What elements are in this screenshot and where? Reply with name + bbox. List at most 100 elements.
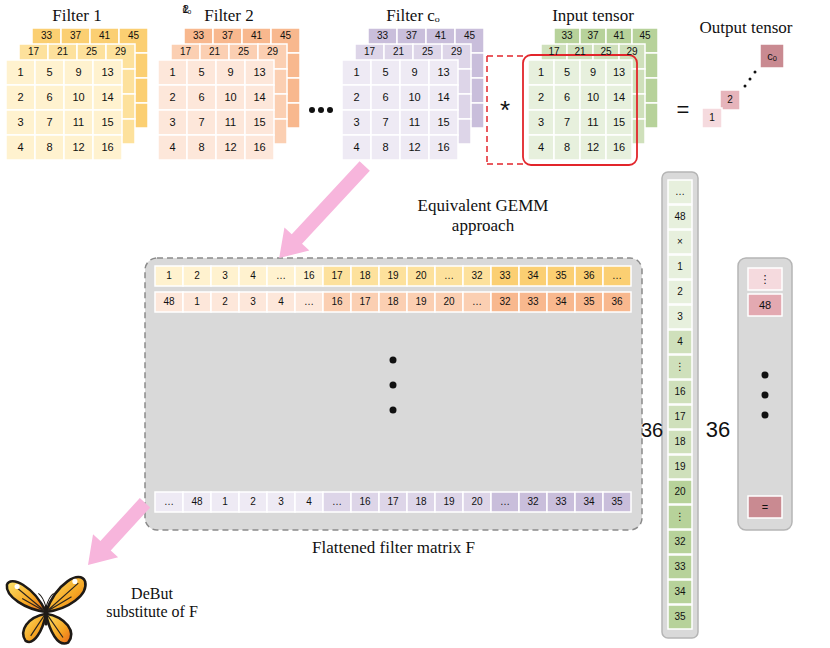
- block-arrow: [88, 498, 150, 565]
- cell-number: 9: [216, 60, 245, 85]
- ellipsis-dot: [749, 78, 752, 81]
- cell-number: 12: [400, 135, 429, 160]
- cell-number: 4: [342, 135, 371, 160]
- tensor-cell: [245, 135, 274, 160]
- cell-number: 35: [547, 266, 575, 286]
- cell-number: 16: [351, 492, 379, 512]
- matrix-cell: [575, 292, 603, 312]
- butterfly-spot: [15, 584, 20, 589]
- cell-number: 6: [187, 85, 216, 110]
- cell-number: 37: [61, 28, 90, 44]
- matrix-cell: [407, 292, 435, 312]
- cell-number: ⋮: [668, 355, 692, 379]
- matrix-cell: [519, 492, 547, 512]
- ellipsis-dot: [762, 412, 769, 419]
- filter-stack: Filter 2: [158, 28, 300, 166]
- cell-number: 2: [6, 85, 35, 110]
- tensor-cell: [6, 85, 35, 110]
- dashed-guide: [487, 163, 523, 165]
- cell-number: 8: [371, 135, 400, 160]
- cell-number: 21: [567, 44, 593, 60]
- tensor-cell: [245, 85, 274, 110]
- cell-number: 25: [413, 44, 442, 60]
- cell-number: 2: [158, 85, 187, 110]
- matrix-cell: [435, 266, 463, 286]
- cell-number: 17: [19, 44, 48, 60]
- vector-cell: [668, 205, 692, 229]
- ellipsis-dot: [754, 71, 757, 74]
- ellipsis-dot: [390, 382, 397, 389]
- matrix-cell: [155, 292, 183, 312]
- cell-number: 32: [491, 292, 519, 312]
- matrix-cell: [491, 492, 519, 512]
- tensor-cell: [528, 60, 554, 85]
- cell-number: 34: [575, 492, 603, 512]
- cell-number: 6: [35, 85, 64, 110]
- cell-number: 2: [239, 492, 267, 512]
- tensor-cell: [580, 85, 606, 110]
- cell-number: 2: [342, 85, 371, 110]
- tensor-cell: [158, 60, 187, 85]
- cell-number: 11: [216, 110, 245, 135]
- cell-number: 16: [93, 135, 122, 160]
- tensor-cell: [187, 85, 216, 110]
- cell-number: 33: [491, 266, 519, 286]
- filter-stack: Filter 1: [6, 28, 148, 166]
- vector-cell: [668, 280, 692, 304]
- tensor-cell: [187, 135, 216, 160]
- panel-group: [145, 172, 792, 638]
- tensor-cell: [158, 110, 187, 135]
- cell-number: 20: [463, 492, 491, 512]
- cell-number: 17: [668, 405, 692, 429]
- matrix-cell: [519, 266, 547, 286]
- matrix-cell: [183, 292, 211, 312]
- tensor-cell: [580, 110, 606, 135]
- convolution-operator: *: [490, 95, 520, 125]
- cell-number: 7: [371, 110, 400, 135]
- butterfly-body: [44, 607, 47, 624]
- cell-number: 18: [407, 492, 435, 512]
- edge-label: Equivalent GEMM approach: [398, 196, 568, 237]
- cell-number: …: [435, 266, 463, 286]
- tensor-cell: [93, 60, 122, 85]
- matrix-cell: [463, 266, 491, 286]
- cell-number: 33: [554, 28, 580, 44]
- cell-number: 25: [77, 44, 106, 60]
- cell-number: 17: [379, 492, 407, 512]
- matrix-cell: [491, 292, 519, 312]
- matrix-cell: [155, 492, 183, 512]
- cell-number: 11: [580, 110, 606, 135]
- cell-number: 3: [267, 492, 295, 512]
- tensor-cell: [554, 110, 580, 135]
- tensor-cell: [6, 60, 35, 85]
- cell-number: 37: [213, 28, 242, 44]
- cell-number: 15: [245, 110, 274, 135]
- cell-number: 45: [455, 28, 484, 44]
- node-title: DeBut substitute of F: [102, 585, 202, 622]
- cell-number: 2: [668, 280, 692, 304]
- matrix-cell: [295, 492, 323, 512]
- vector-cell: [668, 455, 692, 479]
- cell-number: 18: [379, 292, 407, 312]
- butterfly-illustration: [7, 577, 86, 643]
- vector-cell: [668, 505, 692, 529]
- vector-cell: [668, 330, 692, 354]
- tensor-cell: [64, 60, 93, 85]
- cell-number: cₒ: [760, 44, 784, 68]
- matrix-cell: [267, 292, 295, 312]
- matrix-cell: [379, 292, 407, 312]
- cell-number: 20: [435, 292, 463, 312]
- matrix-cell: [491, 266, 519, 286]
- matrix-cell: [211, 492, 239, 512]
- debut-illustration: DeBut substitute of F: [12, 565, 212, 645]
- vector-cell: [668, 380, 692, 404]
- tensor-cell: [64, 135, 93, 160]
- output-cell: [702, 108, 722, 128]
- tensor-cell: [606, 110, 632, 135]
- cell-number: 4: [668, 330, 692, 354]
- input-tensor: Input tensor: [528, 28, 658, 166]
- tensor-cell: [64, 110, 93, 135]
